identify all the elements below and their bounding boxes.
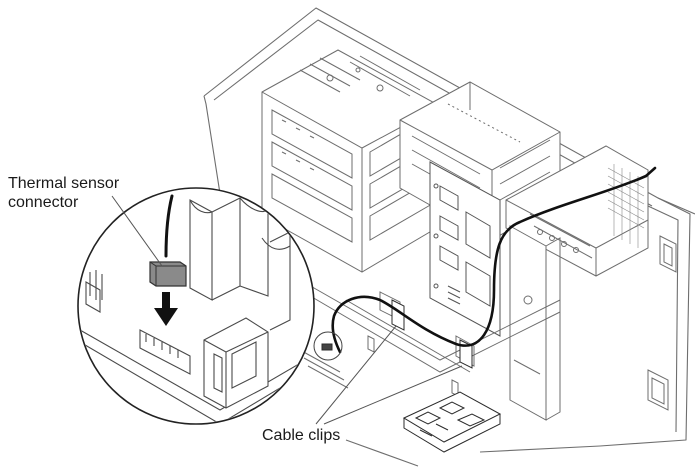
- thermal-label-line-2: connector: [8, 194, 79, 211]
- thermal-sensor-connector: [149, 261, 187, 287]
- backplane-board: [429, 161, 501, 423]
- thermal-callout-line: [111, 195, 163, 267]
- thermal-sensor-cable: [331, 174, 648, 354]
- cable-clip-callout-line-2: [323, 365, 463, 425]
- magnified-detail: [77, 187, 315, 425]
- drive-cage: [261, 49, 441, 273]
- cable-clips-label: Cable clips: [262, 427, 341, 444]
- cable-clip-callout-line-1: [315, 325, 397, 425]
- down-arrow-icon: [154, 292, 178, 326]
- io-board: [402, 391, 502, 453]
- inset-cable: [164, 194, 174, 258]
- cable-clip-2: [459, 339, 473, 369]
- thermal-sensor-connector-label: Thermal sensor connector: [8, 174, 119, 212]
- board-connector-small: [313, 331, 343, 361]
- callout-lines: [111, 195, 463, 425]
- air-duct: [509, 225, 561, 421]
- system-board-tray: [299, 279, 561, 397]
- thermal-label-line-1: Thermal sensor: [8, 175, 120, 192]
